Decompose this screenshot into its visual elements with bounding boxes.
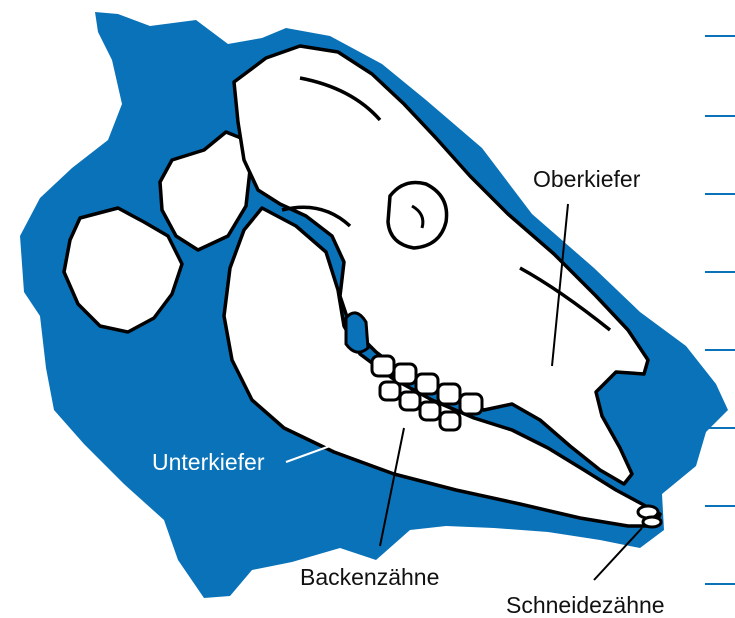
label-schneidezaehne: Schneidezähne [506,594,665,617]
jaw-opening [346,313,368,352]
ruler-lines [705,36,735,584]
eye-socket [388,183,447,249]
label-backenzaehne: Backenzähne [300,566,439,589]
label-oberkiefer: Oberkiefer [533,168,640,191]
label-unterkiefer: Unterkiefer [152,451,264,474]
